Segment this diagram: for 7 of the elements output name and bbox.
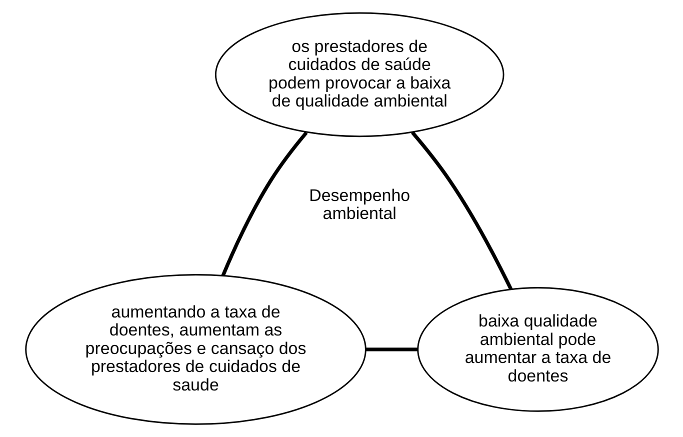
connector [220,131,308,276]
node-ellipse: baixa qualidade ambiental pode aumentar a taxa de doentes [416,287,658,412]
connector [410,131,512,290]
node-ellipse: aumentando a taxa de doentes, aumentam as preocupações e cansaço dos prestadores de cuidados de saude [24,274,366,425]
node-text: Desempenho ambiental [308,186,410,224]
connector [365,348,418,352]
node-ellipse: os prestadores de cuidados de saúde podem provocar a baixa de qualidade ambiental [214,12,504,138]
